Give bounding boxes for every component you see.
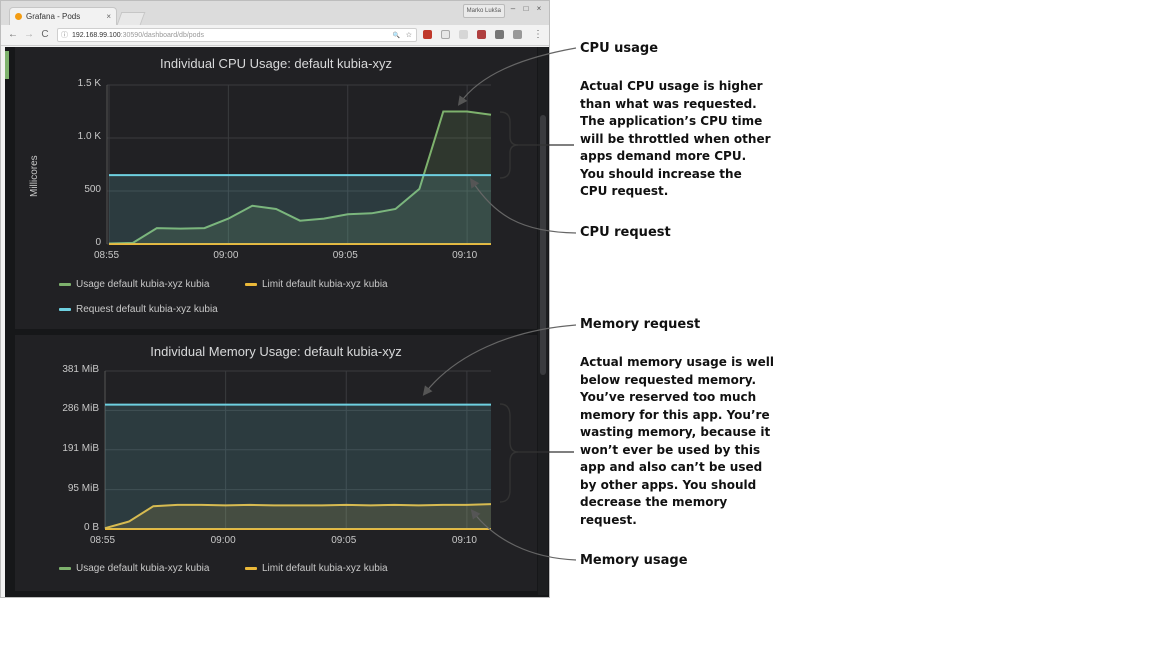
address-bar-row: ← → C ⓘ 192.168.99.100:30590/dashboard/d… (1, 25, 549, 46)
x-tick-label: 09:00 (210, 535, 236, 546)
legend-swatch (59, 283, 71, 286)
extension-icon[interactable] (495, 30, 504, 39)
annotation-line: app and also can’t be used (580, 460, 763, 474)
close-window-icon[interactable]: × (536, 4, 542, 13)
legend-label: Limit default kubia-xyz kubia (262, 279, 388, 290)
y-tick-label: 95 MiB (67, 482, 99, 494)
url-input[interactable]: ⓘ 192.168.99.100:30590/dashboard/db/pods… (57, 28, 417, 42)
x-tick-label: 09:00 (213, 250, 239, 261)
x-tick-label: 09:05 (331, 535, 357, 546)
annotation-line: below requested memory. (580, 372, 757, 387)
y-tick-label: 1.5 K (77, 78, 101, 89)
memory-usage-annotation: Memory usage (580, 553, 688, 568)
legend-item[interactable]: Usage default kubia-xyz kubia (59, 563, 209, 574)
annotation-line: wasting memory, because it (580, 425, 771, 439)
legend-item[interactable]: Limit default kubia-xyz kubia (245, 563, 388, 574)
x-tick-label: 08:55 (94, 250, 120, 261)
legend-item[interactable]: Usage default kubia-xyz kubia (59, 279, 209, 290)
annotation-line: decrease the memory (580, 495, 728, 509)
extension-icon[interactable] (459, 30, 468, 39)
x-tick-label: 08:55 (90, 535, 116, 546)
memory-usage-panel: Individual Memory Usage: default kubia-x… (15, 335, 537, 591)
extension-icon[interactable] (441, 30, 450, 39)
y-tick-label: 1.0 K (77, 131, 101, 142)
bookmark-star-icon[interactable]: ☆ (405, 32, 412, 39)
annotation-line: than what was requested. (580, 96, 757, 111)
url-path: :30590/dashboard/db/pods (120, 32, 204, 39)
reload-icon[interactable]: C (41, 29, 49, 40)
legend-item[interactable]: Request default kubia-xyz kubia (59, 304, 218, 315)
x-tick-label: 09:10 (451, 535, 477, 546)
legend-item[interactable]: Limit default kubia-xyz kubia (245, 279, 388, 290)
grafana-dashboard: Individual CPU Usage: default kubia-xyz … (5, 47, 549, 597)
panel-title[interactable]: Individual CPU Usage: default kubia-xyz (160, 56, 392, 71)
y-tick-label: 286 MiB (62, 403, 99, 415)
cpu-request-annotation: CPU request (580, 225, 671, 240)
series-request-area (105, 404, 491, 529)
panel-accent-bar (5, 51, 9, 79)
series-usage-default-kubia-xyz-kubia-area (105, 504, 491, 529)
back-arrow-icon[interactable]: ← (8, 29, 18, 40)
url-host: 192.168.99.100 (72, 32, 121, 39)
forward-arrow-icon[interactable]: → (24, 29, 34, 40)
cpu-explanation-text: Actual CPU usage is higher than what was … (580, 78, 771, 201)
legend-swatch (245, 567, 257, 570)
grafana-favicon-icon (15, 13, 22, 20)
scrollbar-thumb[interactable] (540, 115, 546, 375)
memory-explanation-text: Actual memory usage is well below request… (580, 354, 774, 529)
annotation-line: You’ve reserved too much (580, 390, 757, 404)
series-usage-default-kubia-xyz-kubia-line (108, 110, 492, 245)
annotation-line: The application’s CPU time (580, 114, 763, 128)
zoom-icon[interactable]: 🔍 (392, 33, 400, 39)
tab-close-icon[interactable]: × (106, 12, 111, 21)
memory-usage-chart (104, 370, 492, 530)
annotation-line: Actual memory usage is well (580, 355, 774, 369)
tab-title: Grafana - Pods (26, 12, 81, 21)
y-tick-label: 191 MiB (62, 442, 99, 454)
memory-request-annotation: Memory request (580, 317, 701, 332)
annotation-line: by other apps. You should (580, 477, 757, 492)
annotation-line: You should increase the (580, 166, 742, 181)
series-usage-default-kubia-xyz-kubia-line (104, 503, 492, 530)
y-tick-label: 500 (84, 184, 101, 195)
annotation-line: won’t ever be used by this (580, 442, 761, 457)
y-axis-title: Millicores (29, 155, 40, 197)
legend-label: Usage default kubia-xyz kubia (76, 279, 210, 290)
legend-label: Request default kubia-xyz kubia (76, 304, 218, 315)
legend-swatch (59, 567, 71, 570)
annotation-line: apps demand more CPU. (580, 149, 747, 163)
shield-extension-icon[interactable] (423, 30, 432, 39)
user-profile-button[interactable]: Marko Lukša (462, 4, 505, 18)
cpu-usage-chart (106, 84, 492, 245)
minimize-icon[interactable]: – (510, 4, 516, 13)
legend-swatch (245, 283, 257, 286)
annotation-line: request. (580, 512, 637, 527)
annotation-line: will be throttled when other (580, 131, 771, 146)
new-tab-button[interactable] (116, 12, 146, 25)
y-tick-label: 0 (95, 237, 101, 248)
legend-swatch (59, 308, 71, 311)
tab-grafana-pods[interactable]: Grafana - Pods × (9, 7, 117, 25)
extension-icon[interactable] (477, 30, 486, 39)
y-tick-label: 381 MiB (62, 364, 99, 375)
tab-bar: Grafana - Pods × Marko Lukša – □ × (1, 1, 549, 25)
extension-icon[interactable] (513, 30, 522, 39)
annotation-line: Actual CPU usage is higher (580, 79, 763, 93)
site-info-icon[interactable]: ⓘ (61, 32, 68, 39)
x-tick-label: 09:10 (452, 250, 478, 261)
legend-label: Limit default kubia-xyz kubia (262, 563, 388, 574)
series-request-default-kubia-xyz-kubia-area (109, 175, 491, 244)
panel-title[interactable]: Individual Memory Usage: default kubia-x… (150, 344, 402, 359)
cpu-usage-annotation: CPU usage (580, 41, 659, 56)
annotation-line: memory for this app. You’re (580, 407, 770, 422)
menu-icon[interactable]: ⋮ (533, 29, 543, 40)
y-tick-label: 0 B (83, 522, 99, 533)
x-tick-label: 09:05 (332, 250, 358, 261)
cpu-usage-panel: Individual CPU Usage: default kubia-xyz … (15, 47, 537, 329)
legend-label: Usage default kubia-xyz kubia (76, 563, 210, 574)
browser-window: Grafana - Pods × Marko Lukša – □ × ← → C… (0, 0, 550, 598)
maximize-icon[interactable]: □ (523, 4, 529, 13)
annotation-line: CPU request. (580, 184, 669, 198)
series-usage-default-kubia-xyz-kubia-area (109, 111, 491, 244)
